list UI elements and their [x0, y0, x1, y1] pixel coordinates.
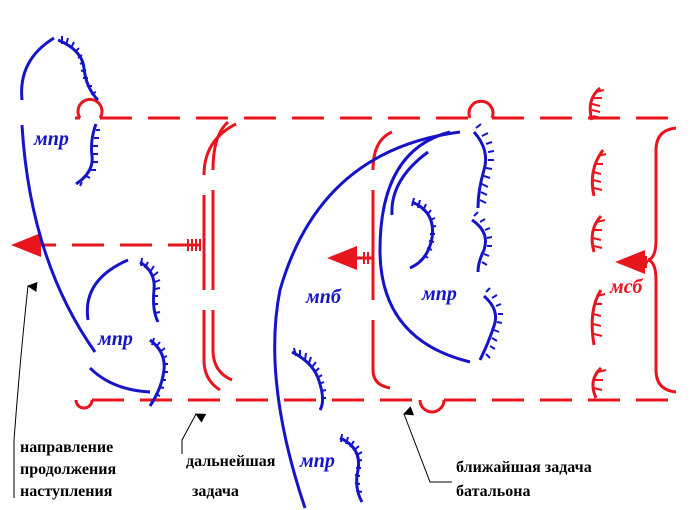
unit-label-mpb: мпб — [305, 286, 342, 308]
offensive-direction-arrow — [11, 233, 201, 257]
friendly-units: мпр мпр мпб мпр мпр — [20, 36, 503, 509]
caption-direction-line1: направление — [20, 439, 113, 456]
caption-near-task-line2: батальона — [456, 483, 530, 500]
bottom-boundary-line — [74, 398, 680, 414]
unit-label-msb: мсб — [609, 276, 643, 298]
unit-label-mpr-center: мпр — [421, 283, 457, 305]
caption-far-task-line2: задача — [192, 483, 239, 500]
near-task-line — [327, 130, 393, 390]
top-boundary-line — [75, 97, 680, 120]
far-task-line — [202, 120, 237, 392]
annotation-leaders — [13, 281, 452, 498]
caption-near-task-line1: ближайшая задача — [456, 459, 592, 476]
caption-direction-line2: продолжения — [20, 461, 116, 478]
caption-direction-line3: наступления — [20, 483, 113, 500]
unit-label-mpr-bottom: мпр — [299, 450, 335, 472]
unit-label-mpr-left: мпр — [97, 328, 133, 350]
unit-label-mpr-top: мпр — [33, 128, 69, 150]
enemy-battalion-bracket: мсб — [588, 86, 677, 399]
caption-far-task-line1: дальнейшая — [186, 453, 276, 470]
